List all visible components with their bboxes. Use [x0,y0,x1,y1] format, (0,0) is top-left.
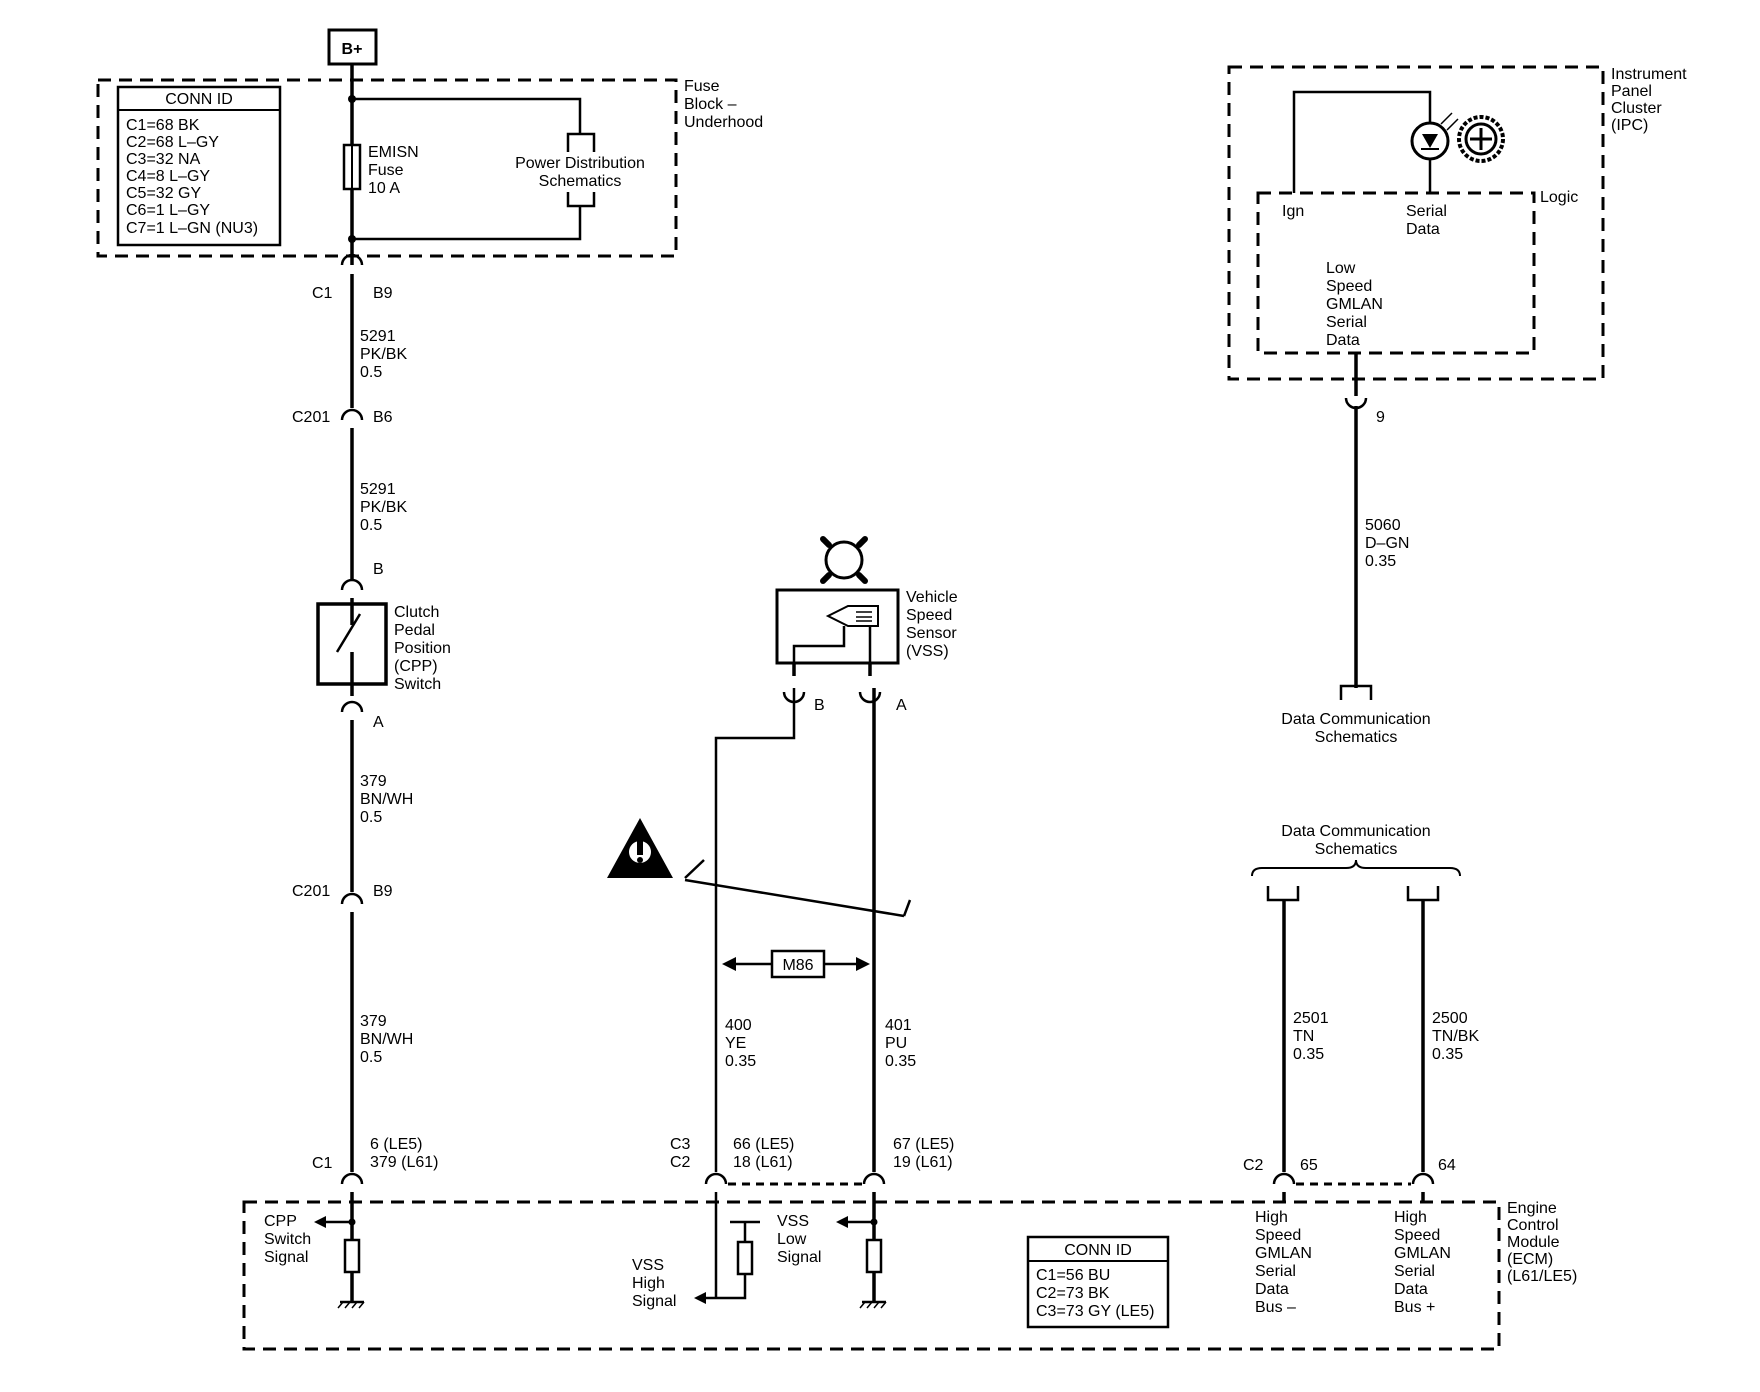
warning-icon [607,818,673,878]
svg-text:C2: C2 [670,1154,691,1171]
wire-400-label: 400 YE 0.35 [725,1017,756,1070]
low-speed-gmlan-label: Low Speed GMLAN Serial Data [1326,260,1387,349]
cpp-switch-label: Clutch Pedal Position (CPP) Switch [394,604,455,693]
svg-text:19 (L61): 19 (L61) [893,1154,953,1171]
svg-text:A: A [373,714,384,731]
svg-text:Ign: Ign [1282,203,1304,220]
vss-low-signal-label: VSS Low Signal [777,1213,821,1266]
svg-text:C201: C201 [292,883,330,900]
svg-text:B: B [373,561,384,578]
svg-text:C2: C2 [1243,1157,1264,1174]
wire-379-label-b: 379 BN/WH 0.5 [360,1013,418,1066]
cpp-circuit: C1 B9 5291 PK/BK 0.5 C201 B6 5291 PK/BK … [264,253,455,1309]
svg-text:379 (L61): 379 (L61) [370,1154,439,1171]
svg-text:C1: C1 [312,1155,333,1172]
ipc-boundary [1227,65,1605,381]
svg-text:CONN ID: CONN ID [1064,1242,1132,1259]
svg-text:C6=1 L–GY: C6=1 L–GY [126,202,210,219]
clutch-pedal-position-switch [316,602,388,686]
ipc-serial-circuit: 9 5060 D–GN 0.35 Data Communication Sche… [1281,353,1431,746]
vss-circuit: B A M86 400 YE 0.35 401 PU 0.35 [632,663,954,1310]
vss-label: Vehicle Speed Sensor (VSS) [906,589,962,660]
wire-5060-label: 5060 D–GN 0.35 [1365,517,1414,570]
svg-text:C3=73 GY (LE5): C3=73 GY (LE5) [1036,1303,1154,1320]
svg-text:B6: B6 [373,409,393,426]
gmlan-circuit: Data Communication Schematics 2501 TN 0.… [1243,823,1484,1316]
svg-text:65: 65 [1300,1157,1318,1174]
ecm-conn-id-table: CONN ID C1=56 BU C2=73 BK C3=73 GY (LE5) [1026,1235,1170,1329]
gmlan-bus-plus-label: High Speed GMLAN Serial Data Bus + [1394,1209,1455,1316]
svg-text:66 (LE5): 66 (LE5) [733,1136,794,1153]
svg-text:Schematics: Schematics [539,173,622,190]
svg-text:C3: C3 [670,1136,691,1153]
svg-text:C2=73 BK: C2=73 BK [1036,1285,1110,1302]
fuse-block-label: Fuse Block – Underhood [684,78,763,131]
fuse-block-bus: Power Distribution Schematics [348,64,648,265]
svg-text:Serial: Serial [1406,203,1447,220]
data-comm-ref-2: Data Communication [1281,823,1430,840]
ecm-boundary [242,1200,1501,1351]
svg-text:C3=32 NA: C3=32 NA [126,151,201,168]
data-comm-ref-1: Data Communication [1281,711,1430,728]
wire-5291-label-a: 5291 PK/BK 0.5 [360,328,412,381]
svg-text:C4=8 L–GY: C4=8 L–GY [126,168,210,185]
svg-text:B: B [814,697,825,714]
fuse-block-conn-id-table: CONN ID C1=68 BK C2=68 L–GY C3=32 NA C4=… [116,85,282,247]
power-distribution-ref: Power Distribution [515,155,645,172]
svg-text:67 (LE5): 67 (LE5) [893,1136,954,1153]
engine-warning-icon [1457,115,1505,163]
logic-label: Logic [1540,189,1578,206]
ipc-logic-boundary [1256,191,1536,355]
svg-text:C5=32 GY: C5=32 GY [126,185,201,202]
ipc-indicator [1292,90,1505,193]
svg-text:M86: M86 [782,957,813,974]
wire-2500-label: 2500 TN/BK 0.35 [1432,1010,1484,1063]
wire-5291-label-b: 5291 PK/BK 0.5 [360,481,412,534]
svg-text:18 (L61): 18 (L61) [733,1154,793,1171]
fuse-block-boundary [96,78,678,258]
vss-high-signal-label: VSS High Signal [632,1257,676,1310]
svg-text:B9: B9 [373,285,393,302]
gmlan-bus-minus-label: High Speed GMLAN Serial Data Bus – [1255,1209,1316,1316]
svg-text:A: A [896,697,907,714]
sensor-gear-icon [820,536,868,584]
bplus-label: B+ [342,41,363,58]
svg-text:6 (LE5): 6 (LE5) [370,1136,422,1153]
connector-c1-label: C1 [312,285,333,302]
battery-positive-source: B+ [327,28,378,66]
svg-text:Schematics: Schematics [1315,729,1398,746]
wire-401-label: 401 PU 0.35 [885,1017,916,1070]
svg-text:Schematics: Schematics [1315,841,1398,858]
wire-2501-label: 2501 TN 0.35 [1293,1010,1333,1063]
connector-c201-label: C201 [292,409,330,426]
cpp-switch-signal-label: CPP Switch Signal [264,1213,316,1266]
ecm-label: Engine Control Module (ECM) (L61/LE5) [1507,1200,1577,1285]
ipc-label: Instrument Panel Cluster (IPC) [1611,66,1691,134]
svg-text:CONN ID: CONN ID [165,91,233,108]
svg-text:Data: Data [1406,221,1440,238]
svg-text:EMISN Fuse 10 A: EMISN Fuse 10 A [368,144,423,197]
svg-text:B9: B9 [373,883,393,900]
emisn-fuse: EMISN Fuse 10 A [342,143,423,197]
vehicle-speed-sensor: Vehicle Speed Sensor (VSS) [775,536,962,665]
wire-379-label-a: 379 BN/WH 0.5 [360,773,418,826]
svg-text:64: 64 [1438,1157,1456,1174]
option-m86-indicator: M86 [722,949,870,979]
svg-text:C7=1 L–GN (NU3): C7=1 L–GN (NU3) [126,220,258,237]
svg-text:C1=68 BK: C1=68 BK [126,117,200,134]
svg-text:9: 9 [1376,409,1385,426]
svg-text:C2=68 L–GY: C2=68 L–GY [126,134,219,151]
svg-text:C1=56 BU: C1=56 BU [1036,1267,1110,1284]
